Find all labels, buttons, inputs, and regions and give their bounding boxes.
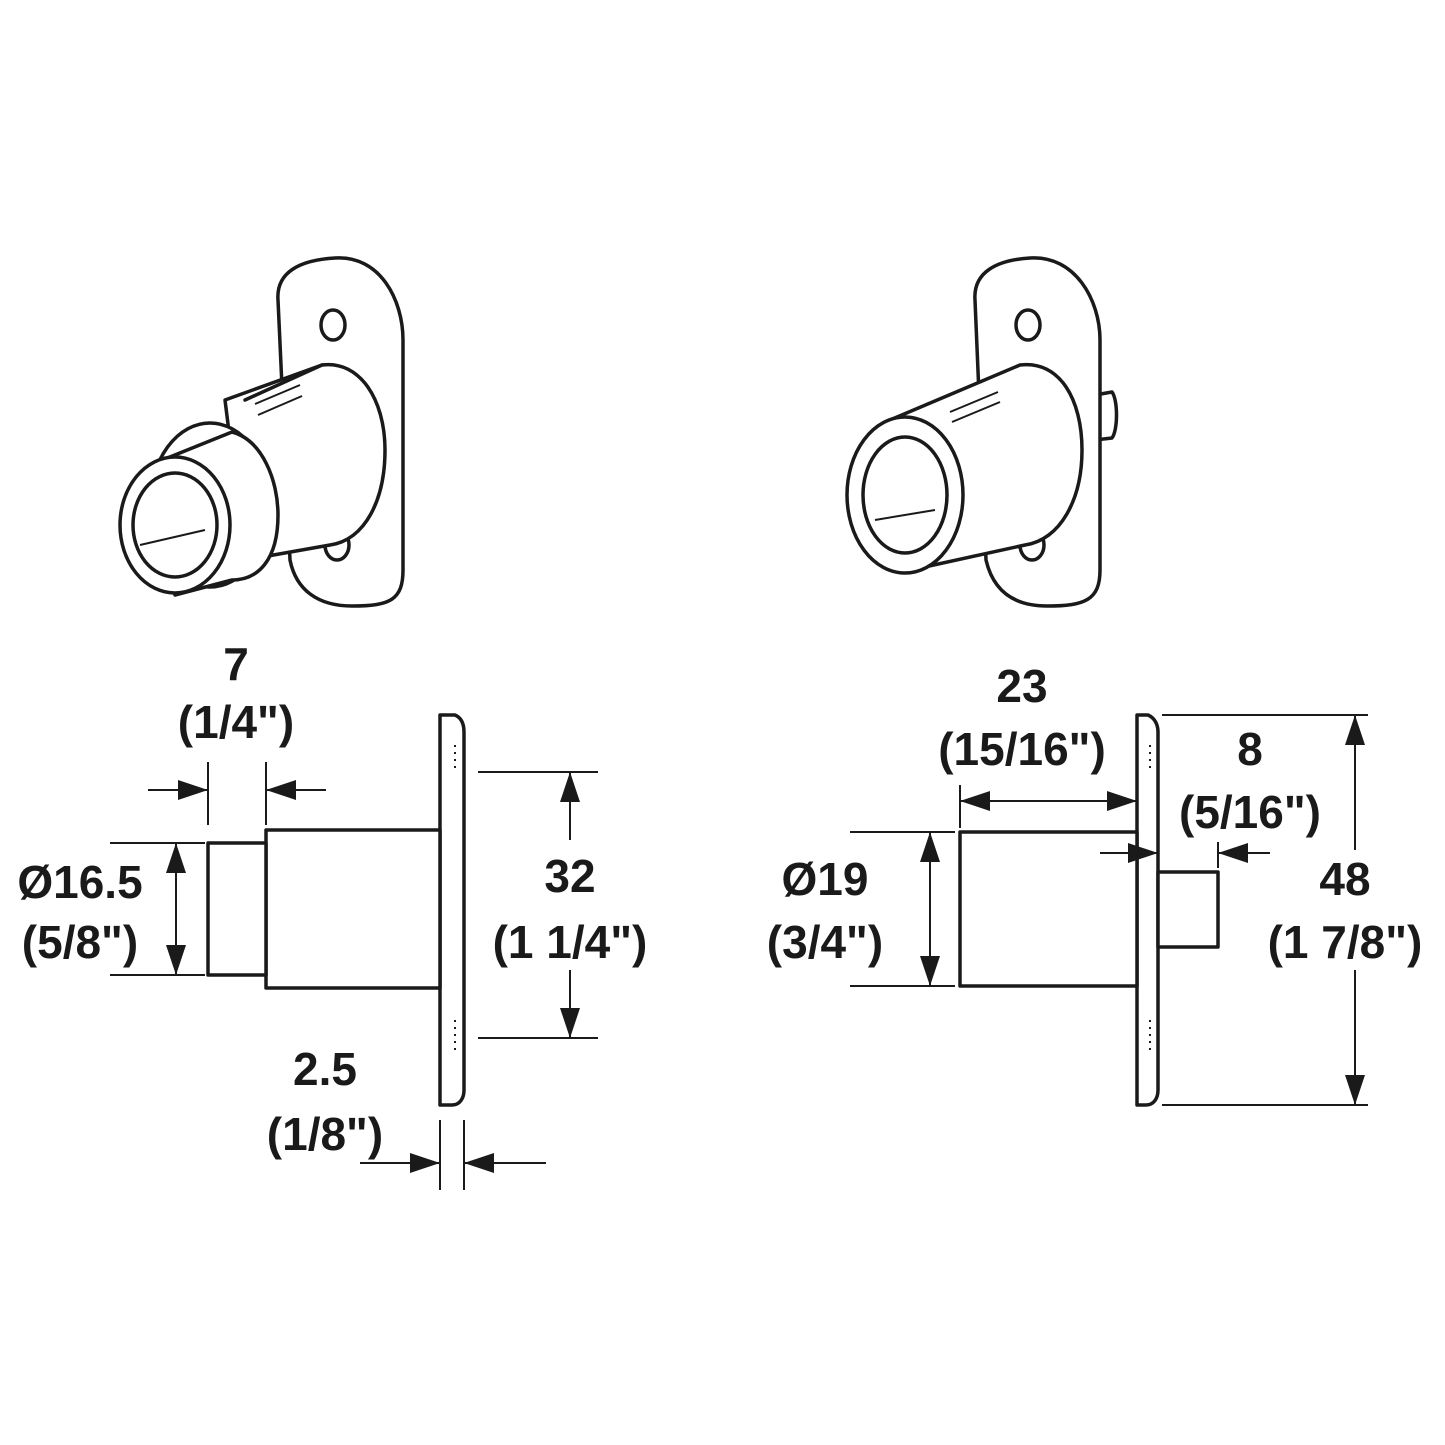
dim-left-diameter-mm: Ø16.5 xyxy=(17,856,142,908)
dim-left-height-mm: 32 xyxy=(544,850,595,902)
dim-right-pin-in: (5/16") xyxy=(1179,786,1321,838)
dim-left-plate-in: (1/8") xyxy=(267,1108,383,1160)
dim-left-diameter-in: (5/8") xyxy=(22,916,138,968)
dim-left-width-mm: 7 xyxy=(223,638,249,690)
dim-right-pin-mm: 8 xyxy=(1237,723,1263,775)
dim-left-plate-mm: 2.5 xyxy=(293,1043,357,1095)
right-isometric-view xyxy=(845,256,1119,608)
right-side-view xyxy=(850,713,1368,1107)
dim-left-width-in: (1/4") xyxy=(178,696,294,748)
dim-right-height-in: (1 7/8") xyxy=(1268,916,1423,968)
dim-right-length-mm: 23 xyxy=(996,660,1047,712)
dim-right-diameter-in: (3/4") xyxy=(767,916,883,968)
dim-left-height-in: (1 1/4") xyxy=(493,916,648,968)
dim-right-length-in: (15/16") xyxy=(938,723,1106,775)
dim-right-diameter-mm: Ø19 xyxy=(782,853,869,905)
dimension-labels: 7 (1/4") Ø16.5 (5/8") 32 (1 1/4") 2.5 (1… xyxy=(17,638,1422,1160)
left-side-view xyxy=(110,713,598,1190)
left-isometric-view xyxy=(118,256,405,608)
dim-right-height-mm: 48 xyxy=(1319,853,1370,905)
